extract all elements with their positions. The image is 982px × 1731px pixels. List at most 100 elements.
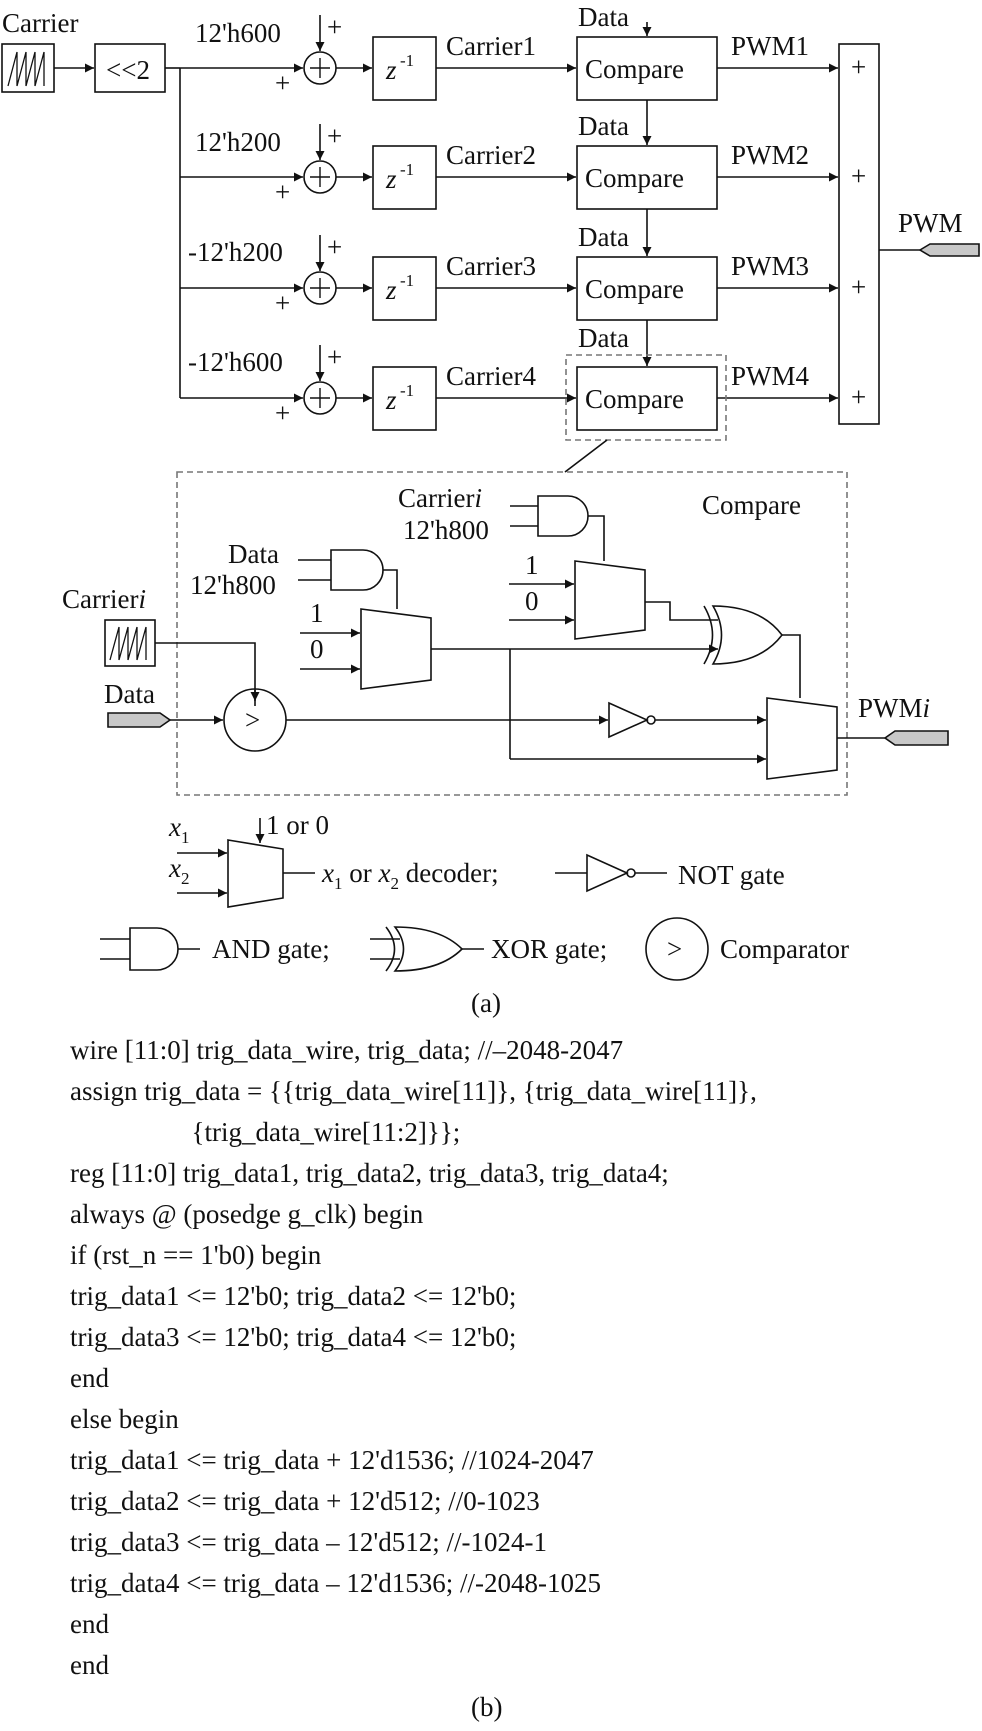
code-line: end bbox=[70, 1650, 109, 1680]
adder-row-1 bbox=[180, 15, 838, 101]
compare-label-4: Compare bbox=[585, 384, 684, 414]
compare-detail-title: Compare bbox=[702, 490, 801, 520]
pwm2-label: PWM2 bbox=[731, 140, 809, 170]
offset-4: -12'h600 bbox=[188, 347, 283, 377]
data-input-port bbox=[107, 712, 172, 728]
offset-2: 12'h200 bbox=[195, 127, 281, 157]
compare-label-2: Compare bbox=[585, 163, 684, 193]
carrier-i-label: Carrieri bbox=[62, 584, 146, 614]
mux-1 bbox=[360, 608, 432, 690]
code-line: trig_data2 <= trig_data + 12'd512; //0-1… bbox=[70, 1486, 540, 1516]
delay-exp-1: -1 bbox=[400, 51, 414, 70]
mux2-zero: 0 bbox=[525, 586, 539, 616]
adder-plus-top-4: + bbox=[327, 342, 342, 372]
comparator-symbol: > bbox=[245, 705, 260, 735]
mux2-one: 1 bbox=[525, 550, 539, 580]
pwm3-label: PWM3 bbox=[731, 251, 809, 281]
carrier-source-box bbox=[1, 43, 55, 93]
legend-and-text: AND gate; bbox=[212, 934, 330, 964]
carrier1-label: Carrier1 bbox=[446, 31, 536, 61]
mux-3 bbox=[766, 697, 838, 780]
pwm-output-label: PWM bbox=[898, 208, 963, 238]
mux1-one: 1 bbox=[310, 598, 324, 628]
data-input-label: Data bbox=[104, 679, 155, 709]
legend-xor-text: XOR gate; bbox=[491, 934, 607, 964]
adder-plus-left-3: + bbox=[275, 288, 290, 318]
caption-b: (b) bbox=[471, 1692, 503, 1722]
pwm-output-port bbox=[918, 243, 980, 257]
pwm-i-output-port bbox=[883, 730, 949, 746]
code-line: trig_data4 <= trig_data – 12'd1536; //-2… bbox=[70, 1568, 601, 1598]
and-gate-1 bbox=[330, 549, 384, 591]
legend-decoder-icon bbox=[227, 839, 284, 908]
delay-exp-4: -1 bbox=[400, 381, 414, 400]
compare-highlight bbox=[565, 354, 727, 441]
data-label-3: Data bbox=[578, 222, 629, 252]
carrier-i-label-gate: Carrieri bbox=[398, 483, 482, 513]
h800-label-1: 12'h800 bbox=[190, 570, 276, 600]
adder-row-4 bbox=[180, 345, 838, 431]
code-line: trig_data1 <= trig_data + 12'd1536; //10… bbox=[70, 1445, 594, 1475]
delay-exp-2: -1 bbox=[400, 160, 414, 179]
legend-not-icon bbox=[586, 853, 629, 893]
legend-not-text: NOT gate bbox=[678, 860, 785, 890]
adder-plus-left-1: + bbox=[275, 68, 290, 98]
data-label-4: Data bbox=[578, 323, 629, 353]
code-line: trig_data1 <= 12'b0; trig_data2 <= 12'b0… bbox=[70, 1281, 517, 1311]
mux-2 bbox=[574, 560, 646, 640]
compare-label-3: Compare bbox=[585, 274, 684, 304]
legend-comparator-icon bbox=[645, 917, 709, 981]
caption-a: (a) bbox=[471, 988, 501, 1018]
and-gate-2 bbox=[537, 495, 589, 537]
adder-plus-top-3: + bbox=[327, 232, 342, 262]
compare-label-1: Compare bbox=[585, 54, 684, 84]
legend-and-icon bbox=[129, 927, 179, 971]
data-label-1: Data bbox=[578, 2, 629, 32]
code-line: end bbox=[70, 1609, 109, 1639]
shift-label: <<2 bbox=[106, 55, 150, 85]
pwm-i-label: PWMi bbox=[858, 693, 930, 723]
legend-one-or-zero: 1 or 0 bbox=[266, 810, 329, 840]
carrier3-label: Carrier3 bbox=[446, 251, 536, 281]
xor-gate bbox=[711, 605, 784, 665]
carrier4-label: Carrier4 bbox=[446, 361, 536, 391]
code-line: trig_data3 <= 12'b0; trig_data4 <= 12'b0… bbox=[70, 1322, 517, 1352]
data-label-gate: Data bbox=[228, 539, 279, 569]
code-line: always @ (posedge g_clk) begin bbox=[70, 1199, 424, 1229]
legend-decoder-text: x1 or x2 decoder; bbox=[321, 858, 499, 893]
pwm1-label: PWM1 bbox=[731, 31, 809, 61]
delay-z-4: z bbox=[385, 385, 397, 415]
legend-x2: x2 bbox=[168, 853, 189, 888]
mux1-zero: 0 bbox=[310, 634, 324, 664]
legend-comparator-text: Comparator bbox=[720, 934, 849, 964]
delay-z-3: z bbox=[385, 275, 397, 305]
legend-x1: x1 bbox=[168, 812, 189, 847]
code-line: wire [11:0] trig_data_wire, trig_data; /… bbox=[70, 1035, 624, 1065]
sum-plus-3: + bbox=[851, 272, 866, 302]
delay-exp-3: -1 bbox=[400, 271, 414, 290]
delay-z-1: z bbox=[385, 55, 397, 85]
carrier-label: Carrier bbox=[2, 8, 78, 38]
code-line: reg [11:0] trig_data1, trig_data2, trig_… bbox=[70, 1158, 669, 1188]
code-line: end bbox=[70, 1363, 109, 1393]
sum-plus-1: + bbox=[851, 52, 866, 82]
adder-plus-left-4: + bbox=[275, 398, 290, 428]
legend-comparator-symbol: > bbox=[667, 934, 682, 964]
sum-plus-4: + bbox=[851, 382, 866, 412]
data-label-2: Data bbox=[578, 111, 629, 141]
offset-3: -12'h200 bbox=[188, 237, 283, 267]
delay-z-2: z bbox=[385, 164, 397, 194]
code-line: else begin bbox=[70, 1404, 179, 1434]
summation-block bbox=[838, 43, 880, 425]
h800-label-2: 12'h800 bbox=[403, 515, 489, 545]
block-diagram: Carrier <<2 12'h600 12'h200 -12'h200 -12… bbox=[1, 2, 980, 981]
code-line: {trig_data_wire[11:2]}}; bbox=[70, 1117, 461, 1147]
carrier2-label: Carrier2 bbox=[446, 140, 536, 170]
sum-plus-2: + bbox=[851, 161, 866, 191]
legend-xor-icon bbox=[393, 926, 464, 972]
adder-plus-top-1: + bbox=[327, 12, 342, 42]
compare-detail-box bbox=[176, 471, 848, 796]
offset-1: 12'h600 bbox=[195, 18, 281, 48]
code-line: trig_data3 <= trig_data – 12'd512; //-10… bbox=[70, 1527, 547, 1557]
sawtooth-icon bbox=[7, 51, 45, 87]
